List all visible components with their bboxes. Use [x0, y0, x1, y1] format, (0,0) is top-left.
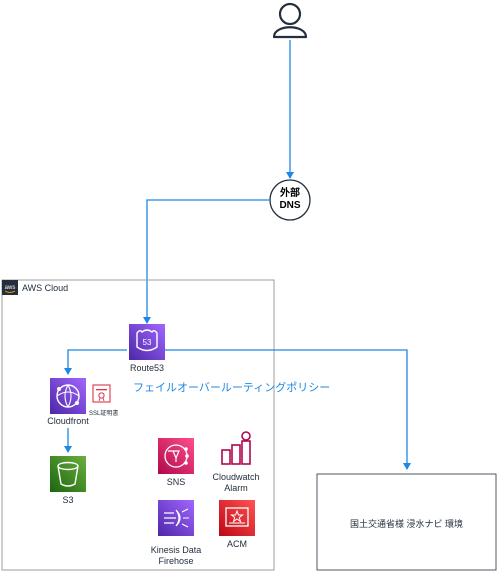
aws-cloud-group: [1, 279, 275, 571]
sns-icon: [158, 438, 194, 474]
cloudfront-label: Cloudfront: [47, 416, 89, 426]
acm-icon: [219, 500, 255, 536]
external-environment-box: [316, 473, 497, 571]
aws-cloud-title: AWS Cloud: [22, 283, 69, 293]
ssl-certificate-label: SSL証明書: [89, 411, 119, 417]
cloudwatch-alarm-label: Cloudwatch Alarm: [206, 472, 266, 494]
route53-icon-text: 53: [143, 338, 152, 347]
external-dns-line2: DNS: [279, 200, 301, 211]
arrow-route53-to-cloudfront: [64, 349, 127, 375]
cloudwatch-label-line2: Alarm: [224, 483, 248, 493]
cloudwatch-label-line1: Cloudwatch: [212, 472, 260, 482]
ssl-certificate-icon: [92, 384, 111, 403]
sns-label: SNS: [166, 477, 186, 487]
external-dns-line1: 外部: [280, 188, 300, 199]
external-environment-label: 国土交通省様 浸水ナビ 環境: [349, 519, 463, 529]
kinesis-label-line1: Kinesis Data: [150, 545, 202, 555]
acm-label: ACM: [227, 539, 247, 549]
kinesis-label-line2: Firehose: [158, 556, 194, 566]
cloudfront-icon: [50, 378, 86, 414]
kinesis-firehose-label: Kinesis Data Firehose: [141, 545, 211, 567]
cloudwatch-alarm-icon: [221, 431, 251, 465]
user-icon: [272, 2, 308, 39]
kinesis-firehose-icon: [158, 500, 194, 536]
arrow-dns-to-route53: [143, 199, 270, 324]
s3-label: S3: [62, 495, 74, 505]
failover-policy-label: フェイルオーバールーティングポリシー: [133, 382, 331, 394]
route53-label: Route53: [129, 363, 165, 373]
aws-logo-text: aws: [5, 285, 16, 291]
external-dns-label: 外部 DNS: [270, 188, 310, 212]
s3-icon: [50, 456, 86, 492]
aws-logo-smile: [4, 290, 16, 293]
arrow-route53-to-external: [165, 349, 411, 470]
route53-icon: [129, 324, 165, 360]
